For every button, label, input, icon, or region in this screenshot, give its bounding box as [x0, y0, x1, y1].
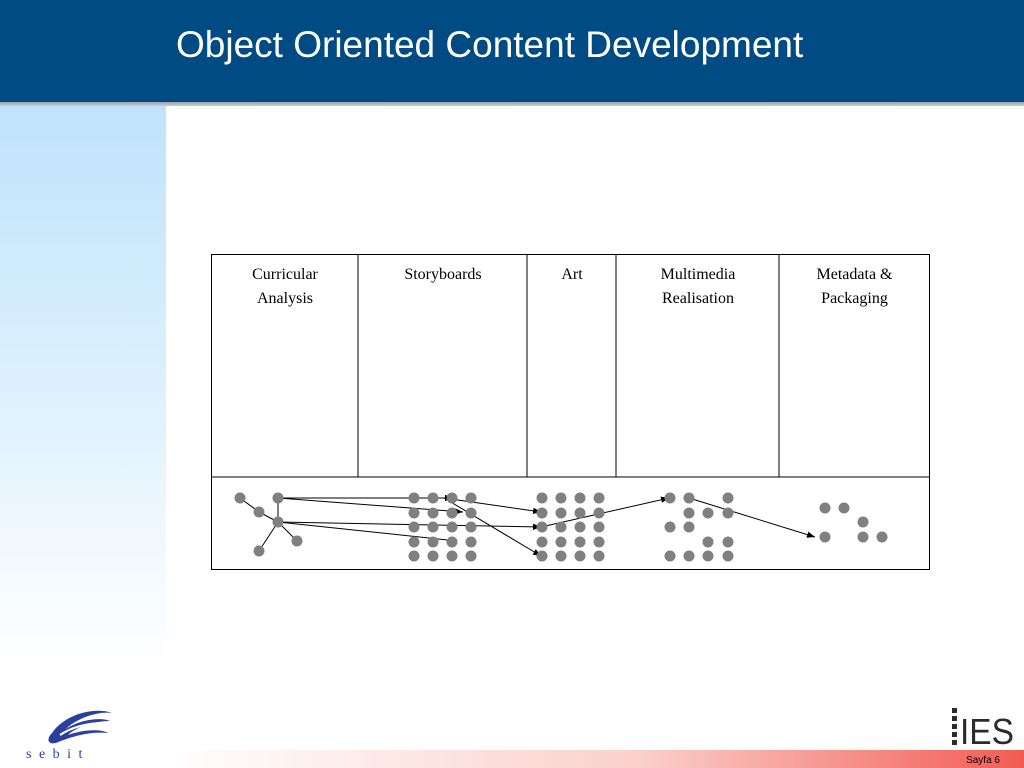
sebit-logo-text: s e b i t — [26, 747, 84, 762]
content-node — [536, 492, 548, 504]
node-group-metadata-packaging — [819, 502, 888, 543]
content-node — [253, 545, 265, 557]
column-header-line: Art — [561, 266, 583, 283]
title-bar — [0, 0, 1024, 102]
title-bar-divider — [0, 102, 1024, 106]
content-node — [574, 507, 586, 519]
content-node — [838, 502, 850, 514]
content-node — [555, 521, 567, 533]
content-node — [555, 492, 567, 504]
content-node — [574, 492, 586, 504]
content-node — [272, 492, 284, 504]
content-node — [427, 536, 439, 548]
left-gradient-band — [0, 106, 166, 666]
content-node — [722, 536, 734, 548]
ies-logo: IES — [952, 708, 1014, 748]
content-node — [427, 521, 439, 533]
process-table-grid — [211, 254, 930, 570]
content-node — [702, 536, 714, 548]
node-group-storyboards — [408, 492, 477, 562]
content-node — [555, 550, 567, 562]
slide-title: Object Oriented Content Development — [176, 24, 804, 65]
footer-accent-bar — [166, 750, 1024, 768]
content-node — [446, 536, 458, 548]
content-node — [593, 507, 605, 519]
content-node — [536, 507, 548, 519]
content-node — [408, 507, 420, 519]
content-node — [408, 536, 420, 548]
content-node — [593, 550, 605, 562]
content-node — [446, 507, 458, 519]
content-node — [664, 521, 676, 533]
column-header-line: Packaging — [821, 290, 888, 307]
content-node — [722, 550, 734, 562]
column-header-line: Curricular — [252, 266, 318, 283]
content-node — [683, 521, 695, 533]
content-node — [876, 531, 888, 543]
content-node — [574, 521, 586, 533]
content-node — [683, 492, 695, 504]
content-node — [446, 550, 458, 562]
content-node — [722, 507, 734, 519]
content-node — [722, 492, 734, 504]
content-node — [574, 536, 586, 548]
content-node — [427, 550, 439, 562]
node-group-curricular-analysis — [234, 492, 303, 557]
content-node — [555, 507, 567, 519]
content-node — [664, 550, 676, 562]
content-node — [465, 521, 477, 533]
content-node — [593, 521, 605, 533]
content-node — [683, 550, 695, 562]
content-node — [555, 536, 567, 548]
content-node — [702, 507, 714, 519]
content-node — [465, 507, 477, 519]
content-node — [857, 531, 869, 543]
content-node — [536, 536, 548, 548]
content-node — [446, 521, 458, 533]
content-node — [427, 492, 439, 504]
content-node — [272, 516, 284, 528]
content-node — [408, 521, 420, 533]
content-node — [857, 516, 869, 528]
page-number: Sayfa 6 — [966, 755, 1000, 766]
content-node — [253, 506, 265, 518]
column-header-line: Storyboards — [404, 266, 482, 283]
content-node — [702, 550, 714, 562]
content-node — [536, 521, 548, 533]
column-header-art: Art — [528, 263, 616, 287]
content-node — [683, 507, 695, 519]
content-node — [408, 550, 420, 562]
column-header-line: Realisation — [662, 290, 734, 307]
content-node — [593, 492, 605, 504]
column-header-metadata-packaging: Metadata & Packaging — [780, 263, 929, 311]
content-node — [819, 531, 831, 543]
column-header-multimedia-realisation: Multimedia Realisation — [617, 263, 779, 311]
content-node — [664, 492, 676, 504]
content-node — [465, 550, 477, 562]
curricular-tree-lines — [239, 497, 298, 552]
sebit-logo: s e b i t — [26, 710, 112, 762]
column-header-curricular-analysis: Curricular Analysis — [212, 263, 358, 311]
column-header-line: Analysis — [257, 290, 313, 307]
content-node — [536, 550, 548, 562]
content-node — [427, 507, 439, 519]
column-header-line: Multimedia — [660, 266, 736, 283]
ies-logo-text: IES — [960, 711, 1014, 748]
content-node — [593, 536, 605, 548]
node-group-multimedia-realisation — [664, 492, 734, 562]
content-node — [465, 536, 477, 548]
content-node — [465, 492, 477, 504]
content-node — [408, 492, 420, 504]
content-node — [819, 502, 831, 514]
column-header-storyboards: Storyboards — [359, 263, 527, 287]
content-node — [446, 492, 458, 504]
content-node — [291, 535, 303, 547]
content-node — [234, 492, 246, 504]
node-group-art — [536, 492, 605, 562]
content-object-flow-diagram — [234, 492, 888, 562]
content-node — [574, 550, 586, 562]
column-header-line: Metadata & — [816, 266, 893, 283]
